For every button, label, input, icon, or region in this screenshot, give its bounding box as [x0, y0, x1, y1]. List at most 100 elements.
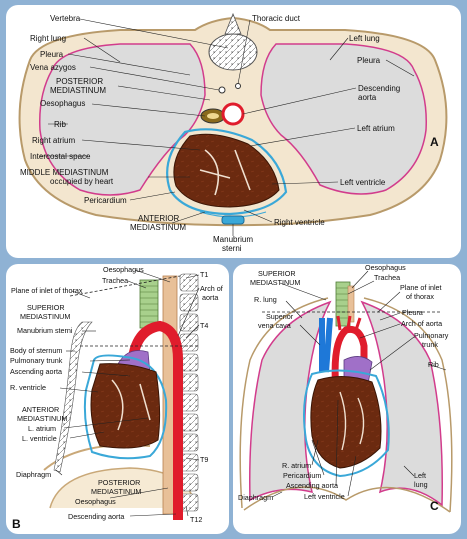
label-right-ventricle: Right ventricle [274, 218, 325, 227]
label-anterior-mediastinum: ANTERIOR [138, 214, 180, 223]
label-rib: Rib [54, 120, 67, 129]
label-superior-vena-cava: Superior [266, 312, 294, 321]
label-plane-inlet-c-2: of thorax [406, 292, 434, 301]
panel-a [18, 12, 448, 227]
right-lung [39, 43, 206, 196]
label-left-lung-c-2: lung [414, 480, 428, 489]
label-superior-mediastinum-b-2: MEDIASTINUM [20, 312, 70, 321]
label-left-atrium: Left atrium [357, 124, 395, 133]
label-thoracic-duct: Thoracic duct [252, 14, 301, 23]
pericardium [166, 128, 288, 216]
label-manubrium-b: Manubrium sterni [17, 326, 73, 335]
label-intercostal-space: Intercostal space [30, 152, 91, 161]
label-body-sternum: Body of sternum [10, 346, 62, 355]
label-r-lung: R. lung [254, 295, 277, 304]
label-arch-aorta-b-2: aorta [202, 293, 218, 302]
label-posterior-mediastinum-2: MEDIASTINUM [50, 86, 106, 95]
oesophagus-c [347, 285, 355, 323]
label-manubrium-2: sterni [222, 244, 242, 253]
label-superior-mediastinum-c: SUPERIOR [258, 269, 296, 278]
panel-a-leaders [40, 18, 415, 236]
label-right-lung: Right lung [30, 34, 66, 43]
label-pericardium-c: Pericardium [283, 471, 321, 480]
label-posterior-mediastinum-b: POSTERIOR [98, 478, 140, 487]
label-left-ventricle-c: Left ventricle [304, 492, 345, 501]
diaphragm-c [243, 486, 451, 513]
label-descending-aorta-2: aorta [358, 93, 377, 102]
label-anterior-mediastinum-2: MEDIASTINUM [130, 223, 186, 232]
left-lung [260, 43, 427, 195]
superior-vena-cava-c [319, 317, 333, 373]
aortic-arch-c [331, 325, 368, 400]
label-left-lung: Left lung [349, 34, 380, 43]
descending-aorta-cross-section [221, 102, 245, 126]
label-t1: T1 [200, 270, 208, 279]
panel-c-labels: SUPERIOR MEDIASTINUM Oesophagus Trachea … [238, 263, 449, 513]
oesophagus-lumen [207, 113, 219, 119]
label-t4: T4 [200, 321, 208, 330]
spinous-process [224, 12, 242, 35]
label-oesophagus-c: Oesophagus [365, 263, 406, 272]
label-vertebra: Vertebra [50, 14, 81, 23]
label-ascending-aorta-b: Ascending aorta [10, 367, 62, 376]
label-pleura-right: Pleura [40, 50, 64, 59]
label-t12: T12 [190, 515, 202, 524]
heart-c-detail [339, 391, 365, 451]
label-arch-aorta-c: Arch of aorta [401, 319, 442, 328]
panel-b-leaders [55, 269, 200, 517]
left-lung-c [360, 300, 443, 507]
label-oesophagus-b-low: Oesophagus [75, 497, 116, 506]
panel-b-labels: Oesophagus Trachea Plane of inlet of tho… [10, 265, 223, 531]
label-superior-vena-cava-2: vena cava [258, 321, 291, 330]
heart-b [90, 363, 161, 449]
label-plane-inlet-c: Plane of inlet [400, 283, 442, 292]
label-pericardium: Pericardium [84, 196, 127, 205]
label-arch-aorta-b: Arch of [200, 284, 223, 293]
label-posterior-mediastinum-b-2: MEDIASTINUM [91, 487, 141, 496]
thoracic-outline-c [239, 297, 453, 513]
panel-letter-a: A [430, 135, 439, 149]
label-descending-aorta: Descending [358, 84, 400, 93]
label-l-ventricle: L. ventricle [22, 434, 57, 443]
label-middle-mediastinum: MIDDLE MEDIASTINUM [20, 168, 109, 177]
label-pulmonary-trunk-c: Pulmonary [414, 331, 449, 340]
label-diaphragm-b: Diaphragm [16, 470, 51, 479]
heart [173, 133, 280, 208]
label-l-atrium: L. atrium [28, 424, 56, 433]
label-pulmonary-trunk-c-2: trunk [422, 340, 438, 349]
label-pulmonary-trunk-b: Pulmonary trunk [10, 356, 63, 365]
vertebra [208, 33, 258, 71]
label-anterior-mediastinum-b: ANTERIOR [22, 405, 59, 414]
pericardium-c [303, 369, 390, 478]
label-manubrium: Manubrium [213, 235, 253, 244]
arch-branches-c [336, 315, 362, 331]
vena-azygos [218, 86, 226, 94]
label-pleura-c: Pleura [402, 308, 423, 317]
label-anterior-mediastinum-b-2: MEDIASTINUM [17, 414, 67, 423]
panel-letter-b: B [12, 517, 21, 531]
panel-c-leaders [271, 270, 447, 498]
thoracic-duct [235, 83, 241, 89]
label-rib-c: Rib [428, 360, 439, 369]
panel-letter-c: C [430, 499, 439, 513]
heart-b-detail [111, 379, 151, 431]
label-t9: T9 [200, 455, 208, 464]
pericardium-b [83, 354, 168, 460]
label-diaphragm-c: Diaphragm [238, 493, 273, 502]
label-pleura-left: Pleura [357, 56, 381, 65]
label-posterior-mediastinum: POSTERIOR [56, 77, 103, 86]
label-trachea-b: Trachea [102, 276, 128, 285]
label-superior-mediastinum-c-2: MEDIASTINUM [250, 278, 300, 287]
label-middle-mediastinum-2: occupied by heart [50, 177, 114, 186]
sternum [53, 321, 93, 473]
label-plane-inlet-b: Plane of inlet of thorax [11, 286, 83, 295]
label-left-ventricle: Left ventricle [340, 178, 386, 187]
label-descending-aorta-b: Descending aorta [68, 512, 124, 521]
panel-c [239, 281, 453, 513]
label-r-ventricle: R. ventricle [10, 383, 46, 392]
panel-a-labels: Vertebra Thoracic duct Right lung Left l… [20, 14, 439, 253]
manubrium-sterni [221, 215, 245, 225]
label-oesophagus-b: Oesophagus [103, 265, 144, 274]
label-right-atrium: Right atrium [32, 136, 75, 145]
